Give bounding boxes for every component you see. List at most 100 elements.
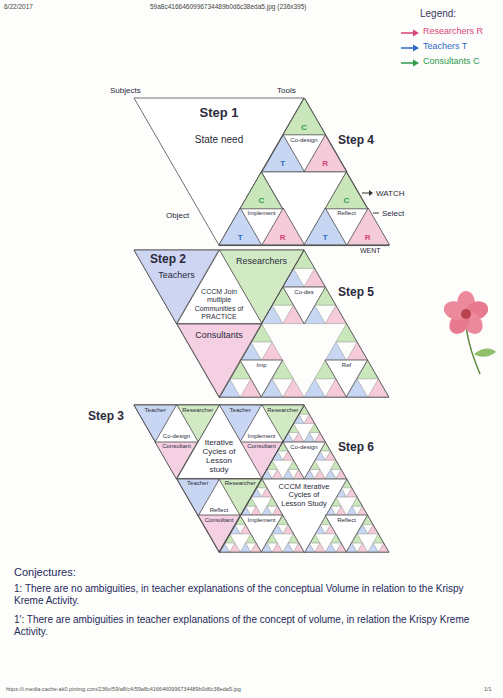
annotation: Select bbox=[382, 209, 416, 219]
node-text: Consultants bbox=[189, 330, 249, 340]
node-text: Consultant bbox=[157, 443, 197, 450]
conjecture-heading: Conjectures: bbox=[14, 566, 164, 579]
pattern-cell bbox=[315, 433, 326, 442]
node-text: Co-design bbox=[284, 137, 324, 144]
phase-triangle: Reflect bbox=[325, 515, 368, 552]
legend-text: Teachers T bbox=[423, 41, 467, 51]
pattern-cell bbox=[283, 379, 304, 397]
pattern-cell bbox=[262, 506, 273, 515]
step-title: Step 4 bbox=[338, 134, 388, 148]
node-text: Reflect bbox=[327, 517, 367, 524]
footer-url: https://i.media-cache-ak0.pinimg.com/236… bbox=[6, 686, 426, 693]
pattern-cell bbox=[315, 469, 326, 478]
phase-triangle: Imp bbox=[240, 360, 283, 397]
node-text: Imp bbox=[244, 362, 280, 369]
pattern-cell bbox=[283, 543, 294, 552]
pattern-cell bbox=[347, 506, 358, 515]
legend-text: Researchers R bbox=[423, 26, 483, 36]
arrow-head bbox=[369, 190, 373, 196]
role-triangle: C bbox=[325, 172, 368, 209]
header-filename: 59a8c4166460996734489b0d6c38eda5.jpg (23… bbox=[150, 3, 370, 11]
node-text: T bbox=[233, 233, 247, 242]
pattern-cell bbox=[336, 324, 357, 342]
pattern-cell bbox=[230, 543, 241, 552]
pattern-cell bbox=[325, 451, 336, 460]
legend-title: Legend: bbox=[420, 8, 480, 20]
phase-triangle: Co-design bbox=[283, 442, 326, 479]
node-text: C bbox=[340, 196, 354, 205]
node-text: CCCM iterative Cycles of Lesson Study bbox=[277, 483, 331, 509]
pattern-cell bbox=[368, 543, 379, 552]
pattern-cell bbox=[304, 433, 315, 442]
conjecture-text: 1: There are no ambiguities, in teacher … bbox=[14, 583, 494, 607]
pattern-cell bbox=[325, 342, 346, 360]
pattern-cell bbox=[357, 543, 368, 552]
node-text: T bbox=[318, 233, 332, 242]
node-text: Reflect bbox=[199, 507, 239, 514]
pattern-cell bbox=[336, 469, 347, 478]
pattern-cell bbox=[283, 469, 294, 478]
pattern-cell bbox=[373, 534, 384, 543]
node-text: Researcher bbox=[178, 407, 218, 414]
node-text: R bbox=[361, 233, 375, 242]
pattern-cell bbox=[240, 543, 251, 552]
node-text: C bbox=[297, 123, 311, 132]
legend-item: Teachers T bbox=[400, 41, 500, 53]
pattern-cell bbox=[347, 488, 358, 497]
header-date: 6/22/2017 bbox=[4, 3, 64, 11]
pattern-cell bbox=[325, 305, 346, 323]
node-text: Teachers bbox=[154, 270, 200, 280]
corner-label: Tools bbox=[277, 86, 307, 96]
legend-swatch bbox=[400, 58, 420, 68]
conjecture-text: 1': There are ambiguities in teacher exp… bbox=[14, 614, 494, 638]
pattern-cell bbox=[293, 433, 304, 442]
phase-triangle: Co-des bbox=[283, 287, 326, 324]
phase-triangle: ImplementCTR bbox=[219, 172, 304, 246]
corner-label: Object bbox=[166, 211, 200, 221]
phase-triangle: Implement bbox=[240, 515, 283, 552]
pattern-cell bbox=[378, 543, 389, 552]
pattern-cell bbox=[368, 379, 389, 397]
pattern-cell bbox=[368, 525, 379, 534]
step-title: Step 1 bbox=[179, 106, 259, 121]
pattern-cell bbox=[352, 497, 363, 506]
phase-triangle: Ref bbox=[325, 360, 368, 397]
pattern-cell bbox=[304, 414, 315, 423]
node-text: Implement bbox=[242, 433, 282, 440]
node-text: Researcher bbox=[263, 407, 303, 414]
node-text: CCCM Join multiple Communities of PRACTI… bbox=[194, 288, 244, 320]
pattern-cell bbox=[357, 506, 368, 515]
role-triangle: Consultant bbox=[198, 515, 241, 552]
node-text: Iterative Cycles of Lesson study bbox=[197, 438, 241, 475]
corner-label: Subjects bbox=[110, 86, 150, 96]
node-text: Teacher bbox=[178, 480, 218, 487]
pattern-cell bbox=[336, 506, 347, 515]
node-text: Co-des bbox=[286, 289, 322, 296]
pattern-cell bbox=[262, 342, 283, 360]
pattern-cell bbox=[251, 506, 262, 515]
node-text: Consultant bbox=[242, 443, 282, 450]
leader-line bbox=[373, 213, 379, 214]
pattern-cell bbox=[325, 543, 336, 552]
node-text: Teacher bbox=[220, 407, 260, 414]
node-text: Co-design bbox=[157, 433, 197, 440]
step-triangle: Step 2TeachersResearchersCCCM Join multi… bbox=[134, 250, 304, 397]
step-title: Step 3 bbox=[88, 410, 132, 424]
pattern-cell bbox=[304, 268, 325, 286]
step-triangle: Step 4Co-designCTRImplementCTRReflectCTR bbox=[219, 98, 389, 245]
legend-swatch bbox=[400, 28, 420, 38]
pattern-cell bbox=[347, 342, 368, 360]
center-triangle: CCCM Join multiple Communities of PRACTI… bbox=[177, 250, 262, 324]
node-text: Co-design bbox=[284, 444, 324, 451]
legend-text: Consultants C bbox=[423, 56, 480, 66]
node-text: C bbox=[255, 196, 269, 205]
pattern-cell bbox=[272, 543, 283, 552]
pattern-cell bbox=[272, 469, 283, 478]
node-text: Implement bbox=[242, 517, 282, 524]
node-text: Implement bbox=[242, 210, 282, 217]
phase-triangle: Co-designCTR bbox=[262, 98, 347, 172]
node-text: T bbox=[276, 159, 290, 168]
legend-swatch bbox=[400, 43, 420, 53]
legend-item: Consultants C bbox=[400, 56, 500, 68]
node-text: Researchers bbox=[232, 256, 292, 266]
